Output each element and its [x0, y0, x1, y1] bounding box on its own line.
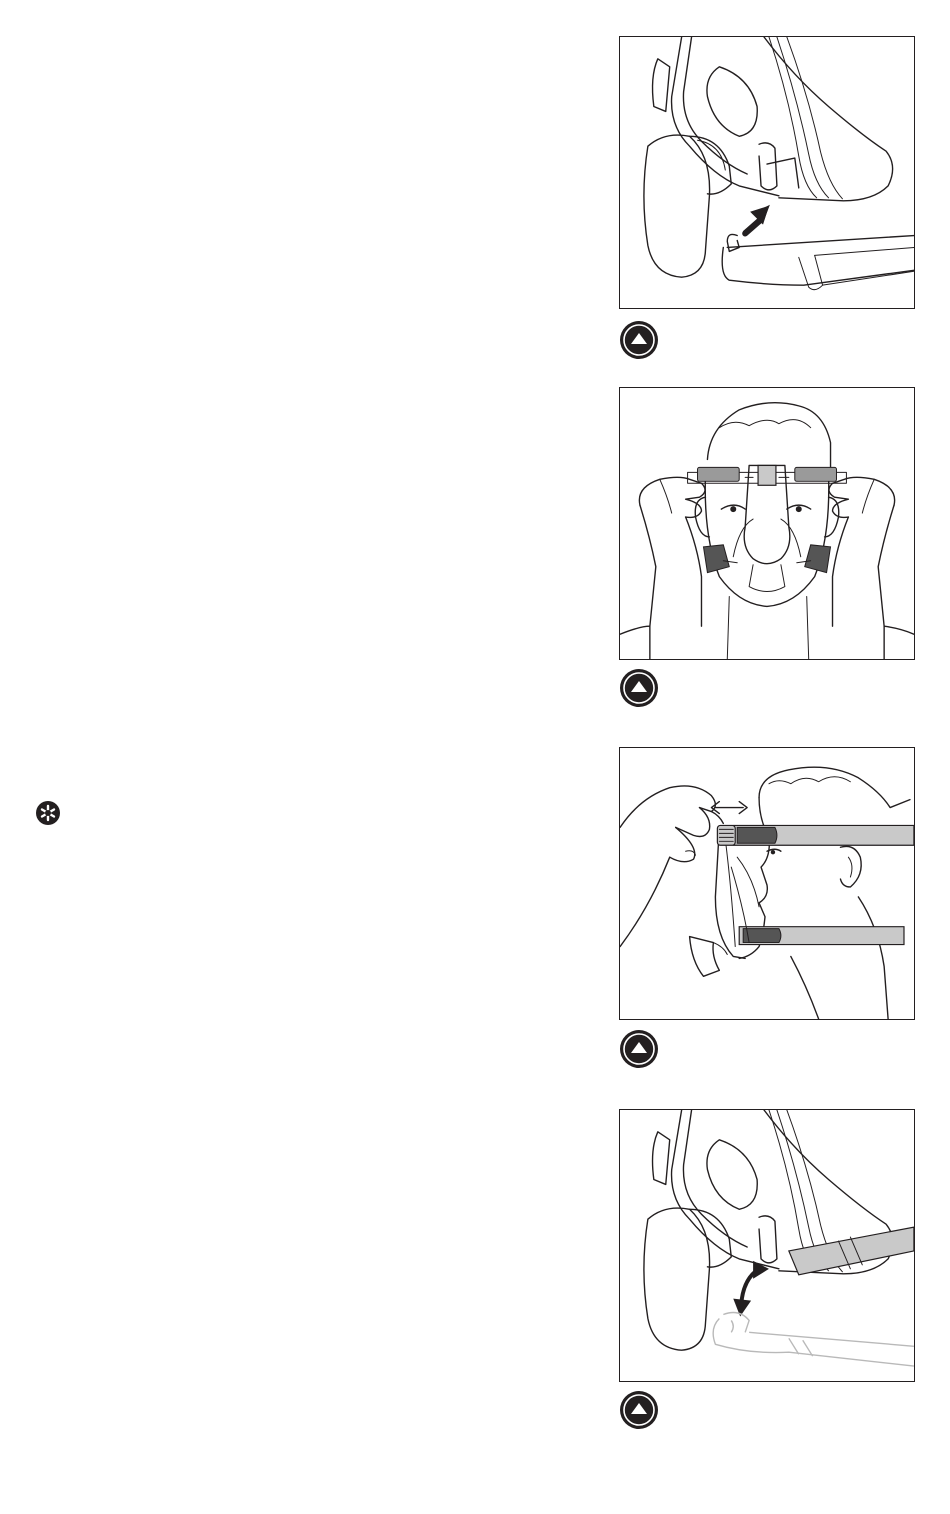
- note-asterisk-icon: [35, 800, 61, 826]
- figure-4-clip-release-illustration: [619, 1109, 915, 1382]
- figure-2-up-triangle-icon: [619, 668, 659, 708]
- figure-1-up-triangle-icon: [619, 320, 659, 360]
- figure-3-up-triangle-icon: [619, 1029, 659, 1069]
- figure-3-forehead-adjust-side-illustration: [619, 747, 915, 1020]
- figure-2-headgear-fit-front-illustration: [619, 387, 915, 660]
- figure-4-up-triangle-icon: [619, 1390, 659, 1430]
- figure-1-clip-attach-illustration: [619, 36, 915, 309]
